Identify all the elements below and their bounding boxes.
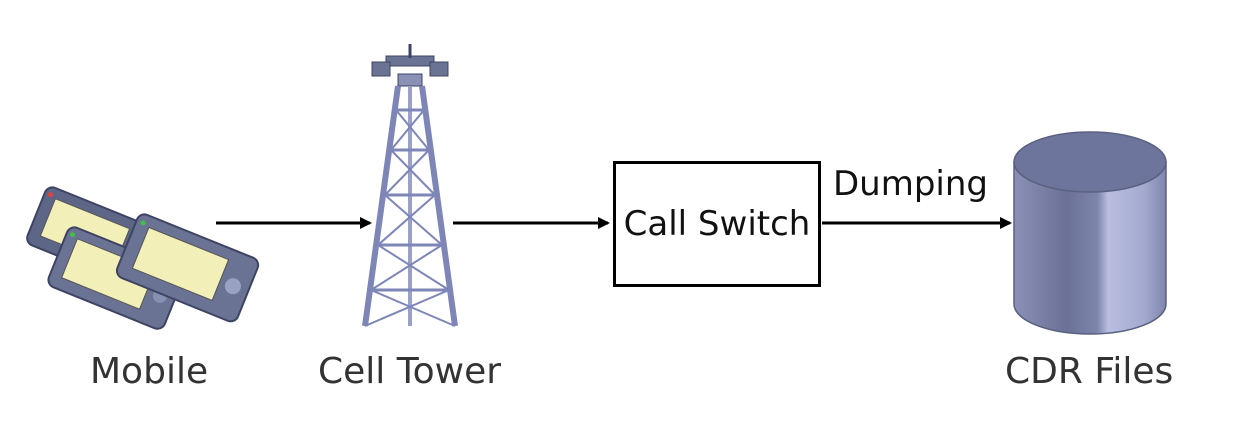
edge-label-dumping: Dumping — [833, 164, 989, 204]
call-switch-label: Call Switch — [623, 204, 811, 244]
mobile-label: Mobile — [90, 351, 209, 392]
cell-tower-label: Cell Tower — [318, 351, 502, 392]
cdr-files-label: CDR Files — [1005, 351, 1174, 392]
cell-tower-icon — [362, 44, 458, 327]
call-switch-box: Call Switch — [613, 161, 821, 287]
database-cylinder-icon — [1013, 131, 1167, 335]
mobile-devices-icon — [26, 186, 260, 330]
